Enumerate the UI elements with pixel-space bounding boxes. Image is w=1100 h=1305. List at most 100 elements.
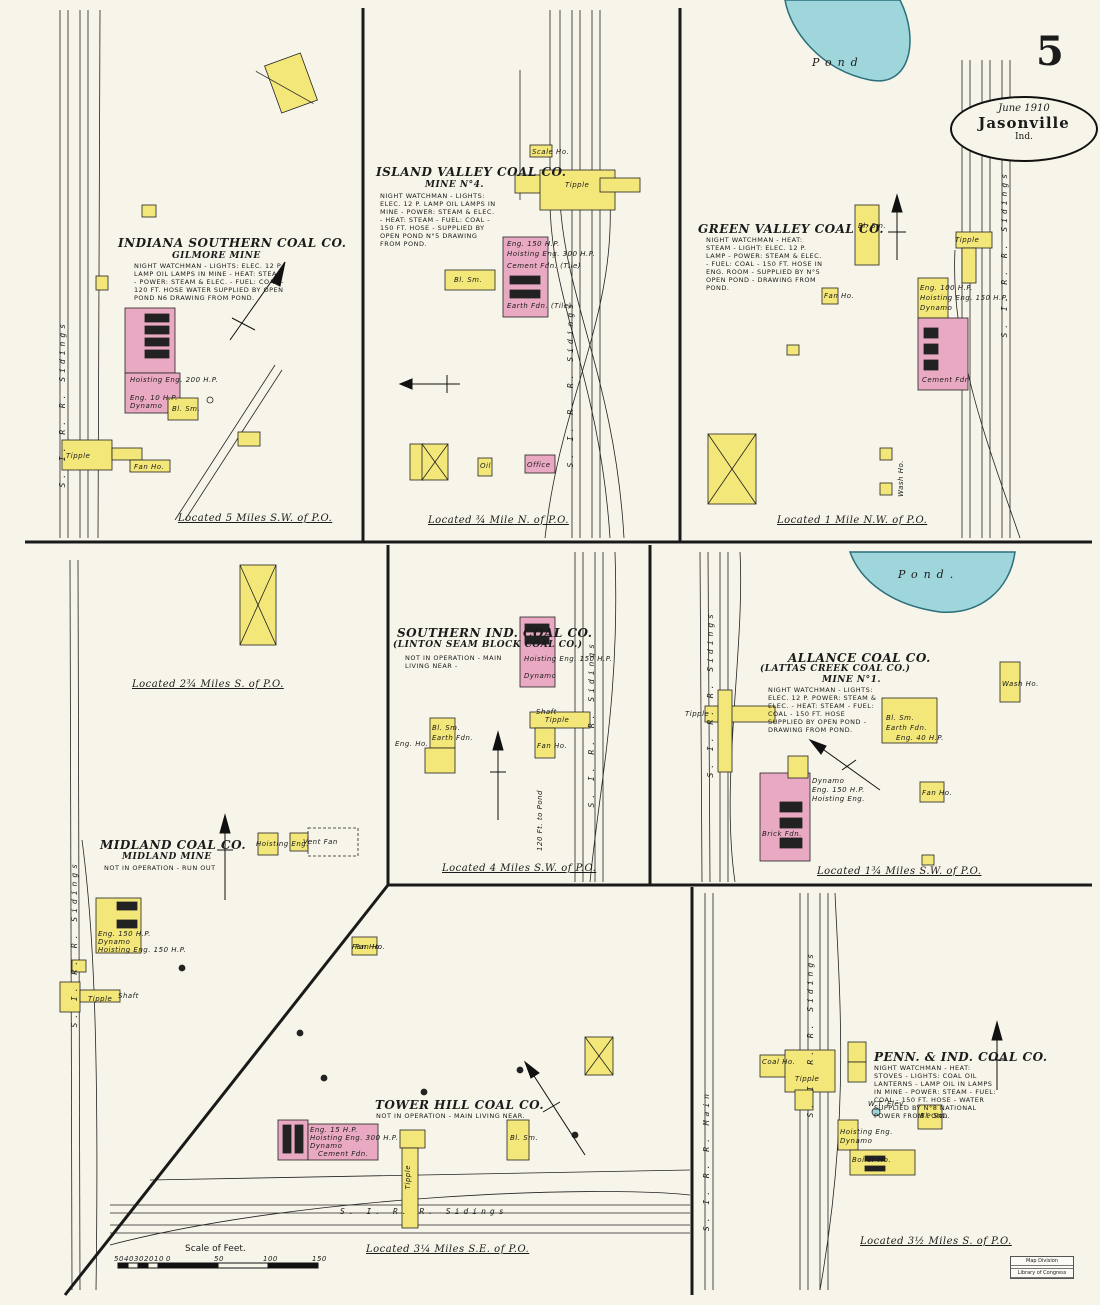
scale-tick: 50 bbox=[114, 1255, 124, 1263]
midland-label: Vent Fan bbox=[303, 838, 338, 846]
allance-location: Located 1¾ Miles S.W. of P.O. bbox=[817, 866, 982, 877]
tower-hill-label: Bl. Sm. bbox=[510, 1134, 539, 1142]
allance-buildings bbox=[704, 661, 1021, 866]
indiana-southern-title: Indiana Southern Coal Co. bbox=[118, 236, 347, 250]
tower-hill-siding: S. I. R. R. Sidings bbox=[340, 1207, 508, 1216]
title-cartouche: June 1910 Jasonville Ind. bbox=[950, 96, 1098, 162]
green-valley-siding: S. I. R. R. Sidings bbox=[1000, 170, 1009, 338]
scale-tick: 20 bbox=[144, 1255, 154, 1263]
fourth-site-buildings bbox=[239, 564, 277, 646]
allance-note: Night Watchman - Lights: Elec. 12 P. Pow… bbox=[768, 686, 877, 734]
pond-label: Pond bbox=[812, 56, 864, 69]
tower-hill-label: Cement Fdn. bbox=[318, 1150, 369, 1158]
pond-label-2: Pond. bbox=[898, 568, 960, 581]
green-valley-tipple: Tipple bbox=[955, 236, 980, 244]
penn-ind-label: Hoisting Eng. bbox=[840, 1128, 893, 1136]
allance-label: Hoisting Eng. bbox=[812, 795, 865, 803]
midland-label: Eng. 150 H.P. bbox=[98, 930, 151, 938]
penn-ind-buildings bbox=[759, 1041, 943, 1176]
scale-tick: 40 bbox=[124, 1255, 134, 1263]
stamp-line: Library of Congress bbox=[1011, 1269, 1073, 1278]
green-valley-label: Eng. 100 H.P. bbox=[920, 284, 973, 292]
island-valley-siding: S. I. R. R. Sidings bbox=[566, 300, 575, 468]
southern-ind-location: Located 4 Miles S.W. of P.O. bbox=[442, 863, 597, 874]
indiana-southern-location: Located 5 Miles S.W. of P.O. bbox=[178, 513, 333, 524]
tower-hill-label: Eng. 15 H.P. bbox=[310, 1126, 358, 1134]
north-arrows bbox=[217, 193, 1005, 1156]
allance-title: Allance Coal Co. bbox=[788, 651, 931, 665]
midland-label: Hoisting Eng. 150 H.P. bbox=[98, 946, 187, 954]
allance-siding: S. I. R. R. Sidings bbox=[706, 610, 715, 778]
midland-note: Not in Operation - Run Out bbox=[104, 864, 216, 872]
indiana-southern-tipple: Tipple bbox=[66, 452, 91, 460]
southern-ind-label: Hoisting Eng. 150 H.P. bbox=[524, 655, 613, 663]
midland-label: Shaft bbox=[118, 992, 139, 1000]
penn-ind-label: Bl. Sm. bbox=[920, 1112, 949, 1120]
midland-label: Fan Ho. bbox=[355, 943, 386, 951]
penn-ind-note: Night Watchman - Heat: Stoves - Lights: … bbox=[874, 1064, 997, 1120]
indiana-southern-siding: S. I. R. R. Sidings bbox=[58, 320, 67, 488]
scale-tick: 150 bbox=[312, 1255, 327, 1263]
indiana-southern-label: Dynamo bbox=[130, 402, 163, 410]
allance-label: Eng. 40 H.P. bbox=[896, 734, 944, 742]
island-valley-label: Earth Fdn. (Tile) bbox=[507, 302, 572, 310]
fourth-site-location: Located 2¾ Miles S. of P.O. bbox=[132, 679, 284, 690]
penn-ind-label: W.T. Elev. bbox=[868, 1100, 906, 1108]
tower-hill-tipple: Tipple bbox=[404, 1165, 412, 1190]
island-valley-label: Bl. Sm. bbox=[454, 276, 483, 284]
sheet-date: June 1910 bbox=[998, 103, 1050, 114]
indiana-southern-subtitle: Gilmore Mine bbox=[172, 251, 261, 261]
green-valley-label: Cement Fdn. bbox=[922, 376, 973, 384]
allance-label: Wash Ho. bbox=[1002, 680, 1039, 688]
southern-ind-label: Eng. Ho. bbox=[395, 740, 429, 748]
green-valley-label: Dynamo bbox=[920, 304, 953, 312]
midland-tipple: Tipple bbox=[88, 995, 113, 1003]
allance-label: Fan Ho. bbox=[922, 789, 953, 797]
southern-ind-label: Earth Fdn. bbox=[432, 734, 474, 742]
southern-ind-buildings bbox=[424, 616, 591, 774]
island-valley-note: Night Watchman - Lights: Elec. 12 P. Lam… bbox=[380, 192, 496, 248]
penn-ind-location: Located 3½ Miles S. of P.O. bbox=[860, 1236, 1012, 1247]
tower-hill-title: Tower Hill Coal Co. bbox=[375, 1098, 545, 1112]
indiana-southern-label: Fan Ho. bbox=[134, 463, 165, 471]
penn-ind-label: Boiler Ho. bbox=[852, 1156, 892, 1164]
tower-hill-note: Not in Operation - Main Living Near. bbox=[376, 1112, 526, 1120]
southern-ind-label: Bl. Sm. bbox=[432, 724, 461, 732]
tower-hill-label: Fan Ho. bbox=[352, 943, 383, 951]
allance-label: Eng. 150 H.P. bbox=[812, 786, 865, 794]
scale-tick: 10 bbox=[154, 1255, 164, 1263]
tower-hill-label: Hoisting Eng. 300 H.P. bbox=[310, 1134, 399, 1142]
allance-label: Bl. Sm. bbox=[886, 714, 915, 722]
southern-ind-tipple: Tipple bbox=[545, 716, 570, 724]
island-valley-label: Hoisting Eng. 300 H.P. bbox=[507, 250, 596, 258]
green-valley-buildings bbox=[707, 204, 993, 505]
island-valley-label: Eng. 150 H.P. bbox=[507, 240, 560, 248]
allance-tipple: Tipple bbox=[685, 710, 710, 718]
island-valley-label: Scale Ho. bbox=[532, 148, 570, 156]
island-valley-tipple: Tipple bbox=[565, 181, 590, 189]
midland-label: Hoisting Eng. bbox=[256, 840, 309, 848]
indiana-southern-label: Eng. 10 H.P. bbox=[130, 394, 178, 402]
southern-ind-siding: S. I. R. R. Sidings bbox=[587, 640, 596, 808]
midland-buildings bbox=[59, 827, 359, 1013]
scale-bar bbox=[117, 1262, 319, 1269]
city-name: Jasonville bbox=[978, 114, 1070, 132]
tower-hill-label: Dynamo bbox=[310, 1142, 343, 1150]
scale-label: Scale of Feet. bbox=[185, 1244, 246, 1254]
indiana-southern-label: Hoisting Eng. 200 H.P. bbox=[130, 376, 219, 384]
penn-ind-label: Coal Ho. bbox=[762, 1058, 796, 1066]
southern-ind-label: Fan Ho. bbox=[537, 742, 568, 750]
island-valley-location: Located ¾ Mile N. of P.O. bbox=[428, 515, 569, 526]
island-valley-title: Island Valley Coal Co. bbox=[376, 165, 567, 179]
indiana-southern-label: Bl. Sm. bbox=[172, 405, 201, 413]
scale-tick: 50 bbox=[214, 1255, 224, 1263]
green-valley-location: Located 1 Mile N.W. of P.O. bbox=[777, 515, 928, 526]
green-valley-label: Fan Ho. bbox=[824, 292, 855, 300]
southern-ind-title: Southern Ind. Coal Co. bbox=[397, 626, 593, 640]
allance-label: Brick Fdn. bbox=[762, 830, 802, 838]
green-valley-label: Hoisting Eng. 150 H.P. bbox=[920, 294, 1009, 302]
allance-subtitle: (Lattas Creek Coal Co.) bbox=[760, 664, 911, 674]
southern-ind-label: Dynamo bbox=[524, 672, 557, 680]
midland-title: Midland Coal Co. bbox=[100, 838, 247, 852]
